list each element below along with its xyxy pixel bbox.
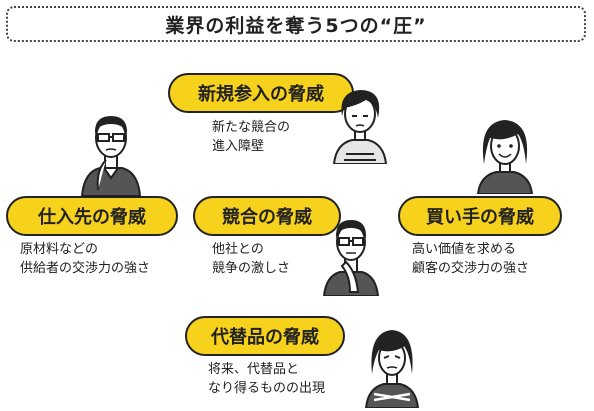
woman-smiling-icon (476, 120, 534, 194)
title-banner: 業界の利益を奪う5つの“圧” (6, 6, 586, 42)
force-suppliers-desc: 原材料などの 供給者の交渉力の強さ (20, 242, 151, 276)
man-glasses-thinking-icon (80, 116, 142, 196)
force-new-entrants-label: 新規参入の脅威 (168, 73, 354, 113)
force-buyers-label: 買い手の脅威 (398, 196, 562, 236)
force-new-entrants-desc: 新たな競合の 進入障壁 (212, 120, 291, 154)
woman-arms-crossed-icon (364, 330, 420, 408)
page-title: 業界の利益を奪う5つの“圧” (165, 14, 427, 37)
force-substitutes-desc: 将来、代替品と なり得るものの出現 (208, 362, 326, 396)
force-rivalry-label: 競合の脅威 (193, 196, 341, 236)
woman-short-hair-icon (332, 90, 388, 164)
force-rivalry-desc: 他社との 競争の激しさ (212, 242, 291, 276)
force-suppliers-label: 仕入先の脅威 (6, 196, 178, 236)
man-glasses-chin-icon (322, 220, 380, 296)
force-substitutes-label: 代替品の脅威 (185, 316, 345, 356)
force-buyers-desc: 高い価値を求める 顧客の交渉力の強さ (412, 242, 530, 276)
